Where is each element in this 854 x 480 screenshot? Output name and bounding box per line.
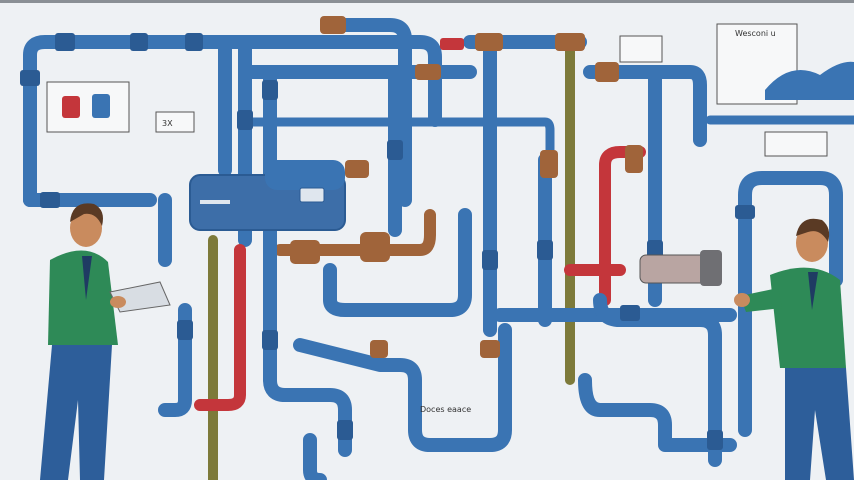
pipe-joint <box>55 33 75 51</box>
worker-right-tie <box>808 272 818 310</box>
worker-right-hair <box>796 218 830 242</box>
tank-gauge <box>299 187 325 203</box>
valve-copper <box>475 33 503 51</box>
valve-copper <box>540 150 558 178</box>
worker-left-pants <box>40 345 112 480</box>
pump-unit <box>639 254 711 284</box>
pump-motor <box>700 250 722 286</box>
panel-icon-red <box>62 96 80 118</box>
tank-top <box>265 160 345 190</box>
panel-right <box>764 131 828 157</box>
pipe-top-left-loop <box>23 35 257 207</box>
valve-copper <box>480 340 500 358</box>
pipe-joint <box>337 420 353 440</box>
valve-copper <box>415 64 441 80</box>
pipe-joint <box>735 205 755 219</box>
pipe-lower-left-loop <box>263 233 352 457</box>
worker-right-shirt <box>770 267 846 368</box>
pipe-red-left <box>194 244 246 411</box>
worker-left-head <box>70 209 102 247</box>
label-mid-left: 3X <box>162 119 173 128</box>
top-border <box>0 0 854 3</box>
worker-right-head <box>796 224 828 262</box>
pipe-top-run <box>183 35 442 127</box>
pipe-joint <box>177 320 193 340</box>
valve-copper <box>360 232 390 262</box>
worker-left-shirt <box>48 250 118 345</box>
pipe-bottom-loop <box>293 323 512 452</box>
worker-right-hand <box>734 293 750 307</box>
pipe-mid-run <box>240 117 555 165</box>
wave-graphic <box>765 61 854 100</box>
pipe-lower-center-loop <box>323 208 472 317</box>
pipe-joint <box>40 192 60 208</box>
pipe-left-bottom <box>158 303 192 417</box>
pipe-bottom-right-loop <box>578 373 737 452</box>
pipe-joint <box>130 33 148 51</box>
panel-top-left <box>46 81 130 133</box>
valve-copper <box>625 145 643 173</box>
pipe-joint <box>262 330 278 350</box>
tank-stripe <box>200 200 230 204</box>
worker-right-arm <box>740 288 782 312</box>
valve-copper <box>320 16 346 34</box>
pipe-right-lower <box>593 293 722 467</box>
pipe-joint <box>185 33 203 51</box>
pipe-joint <box>387 140 403 160</box>
worker-right-pants <box>785 368 854 480</box>
label-top-right: Wesconi u <box>735 29 776 38</box>
pipe-top-center <box>323 18 412 207</box>
valve-copper <box>290 240 320 264</box>
valve-copper <box>370 340 388 358</box>
pipe-red-right <box>599 146 646 306</box>
panel-top-mid <box>619 35 663 63</box>
valve-copper <box>555 33 585 51</box>
panel-icon-blue <box>92 94 110 118</box>
pipe-joint <box>237 110 253 130</box>
pipe-joint <box>20 70 40 86</box>
pipe-joint <box>620 305 640 321</box>
worker-left <box>40 203 171 480</box>
valve-copper <box>595 62 619 82</box>
pipe-right-upper <box>583 65 707 147</box>
pipe-joint <box>262 80 278 100</box>
worker-left-hair <box>70 203 103 226</box>
worker-left-tie <box>82 256 92 300</box>
valve-red <box>440 38 464 50</box>
pipe-joint <box>707 430 723 450</box>
pipe-far-right-loop <box>738 171 843 437</box>
pipe-joint <box>482 250 498 270</box>
panel-mid-left <box>155 111 195 133</box>
worker-right <box>734 218 854 480</box>
pipe-joint <box>537 240 553 260</box>
label-bottom-center: Doces eaace <box>420 405 471 414</box>
pipe-copper-center <box>274 209 436 256</box>
worker-left-hand <box>110 296 126 308</box>
valve-copper <box>345 160 369 178</box>
